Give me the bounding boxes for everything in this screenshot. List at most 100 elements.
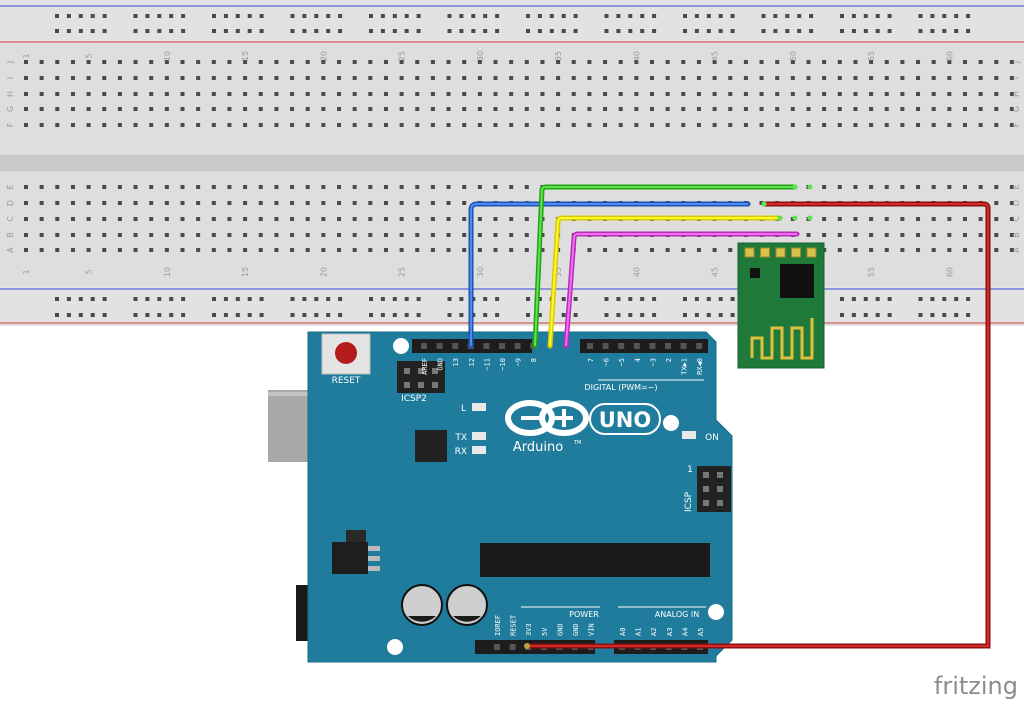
digital-pin-label: 13: [452, 358, 460, 366]
breadboard-hole: [561, 14, 566, 18]
breadboard-hole: [509, 76, 514, 80]
breadboard-hole: [117, 92, 122, 96]
column-label: 10: [163, 267, 172, 277]
breadboard-hole: [102, 313, 107, 317]
breadboard-hole: [416, 29, 421, 33]
digital-pin-label: 8: [530, 358, 538, 362]
row-label: D: [1012, 200, 1021, 206]
header-pin: [696, 343, 703, 349]
breadboard-hole: [728, 248, 733, 252]
breadboard-hole: [302, 29, 307, 33]
breadboard-hole: [259, 297, 264, 301]
analog-label: ANALOG IN: [655, 610, 700, 619]
breadboard-hole: [180, 107, 185, 111]
breadboard-hole: [86, 107, 91, 111]
breadboard-hole: [809, 14, 814, 18]
breadboard-hole: [430, 217, 435, 221]
breadboard-hole: [537, 14, 542, 18]
column-label: 60: [945, 51, 954, 61]
row-label: B: [1012, 232, 1021, 238]
breadboard-hole: [462, 201, 467, 205]
digital-pin-label: ~9: [515, 358, 523, 366]
breadboard-hole: [978, 60, 983, 64]
breadboard-hole: [884, 60, 889, 64]
breadboard-hole: [290, 313, 295, 317]
breadboard-hole: [305, 185, 310, 189]
breadboard-hole: [446, 248, 451, 252]
reset-button[interactable]: [335, 342, 357, 364]
breadboard-hole: [916, 76, 921, 80]
breadboard-hole: [415, 123, 420, 127]
breadboard-hole: [526, 14, 530, 18]
breadboard-hole: [665, 92, 670, 96]
breadboard-hole: [180, 201, 185, 205]
breadboard-hole: [39, 123, 44, 127]
breadboard-hole: [102, 60, 107, 64]
breadboard-hole: [863, 297, 868, 301]
breadboard-hole: [963, 248, 967, 252]
breadboard-hole: [549, 14, 554, 18]
breadboard-hole: [180, 60, 185, 64]
breadboard-hole: [863, 313, 868, 317]
breadboard-hole: [561, 297, 566, 301]
breadboard-hole: [785, 29, 790, 33]
row-label: F: [1012, 122, 1021, 127]
breadboard-hole: [70, 201, 75, 205]
breadboard-hole: [696, 92, 701, 96]
breadboard-hole: [290, 76, 295, 80]
power-pin-label: VIN: [588, 623, 596, 636]
breadboard-hole: [652, 29, 657, 33]
breadboard-hole: [117, 76, 122, 80]
power-label: POWER: [569, 610, 599, 619]
breadboard-hole: [196, 107, 201, 111]
led-tx-label: TX: [454, 433, 467, 443]
breadboard-hole: [869, 107, 874, 111]
breadboard-hole: [145, 29, 150, 33]
breadboard-hole: [900, 76, 905, 80]
breadboard-hole: [931, 92, 936, 96]
breadboard-hole: [274, 107, 279, 111]
breadboard-hole: [290, 248, 295, 252]
breadboard-hole: [243, 233, 248, 237]
breadboard-hole: [157, 29, 162, 33]
breadboard-hole: [305, 92, 310, 96]
arduino-pcb: [307, 331, 733, 663]
breadboard-hole: [368, 76, 373, 80]
breadboard-hole: [477, 92, 482, 96]
breadboard-hole: [145, 14, 150, 18]
breadboard-hole: [869, 123, 874, 127]
breadboard-hole: [822, 92, 827, 96]
breadboard-hole: [743, 92, 748, 96]
column-label: 50: [789, 51, 798, 61]
rf-module: [737, 242, 825, 369]
breadboard-hole: [274, 123, 279, 127]
breadboard-hole: [994, 217, 999, 221]
breadboard-hole: [368, 107, 373, 111]
breadboard-hole: [459, 29, 464, 33]
breadboard-hole: [274, 92, 279, 96]
breadboard-hole: [196, 248, 201, 252]
breadboard-hole: [446, 217, 451, 221]
usb-chip: [415, 430, 447, 462]
breadboard-hole: [526, 29, 530, 33]
breadboard-hole: [706, 29, 711, 33]
column-label: 20: [319, 267, 328, 277]
breadboard-hole: [149, 107, 154, 111]
column-label: 30: [476, 267, 485, 277]
breadboard-hole: [305, 217, 310, 221]
breadboard-hole: [117, 107, 122, 111]
breadboard-hole: [117, 185, 122, 189]
breadboard-hole: [743, 60, 748, 64]
breadboard-hole: [383, 123, 388, 127]
breadboard-hole: [368, 123, 373, 127]
breadboard-hole: [728, 92, 733, 96]
breadboard-hole: [761, 29, 766, 33]
breadboard-hole: [509, 185, 514, 189]
icsp2-label: ICSP2: [401, 394, 427, 404]
breadboard-hole: [618, 92, 623, 96]
breadboard-hole: [55, 107, 60, 111]
breadboard-hole: [39, 201, 44, 205]
breadboard-hole: [822, 185, 827, 189]
breadboard-hole: [133, 92, 138, 96]
breadboard-hole: [954, 29, 959, 33]
